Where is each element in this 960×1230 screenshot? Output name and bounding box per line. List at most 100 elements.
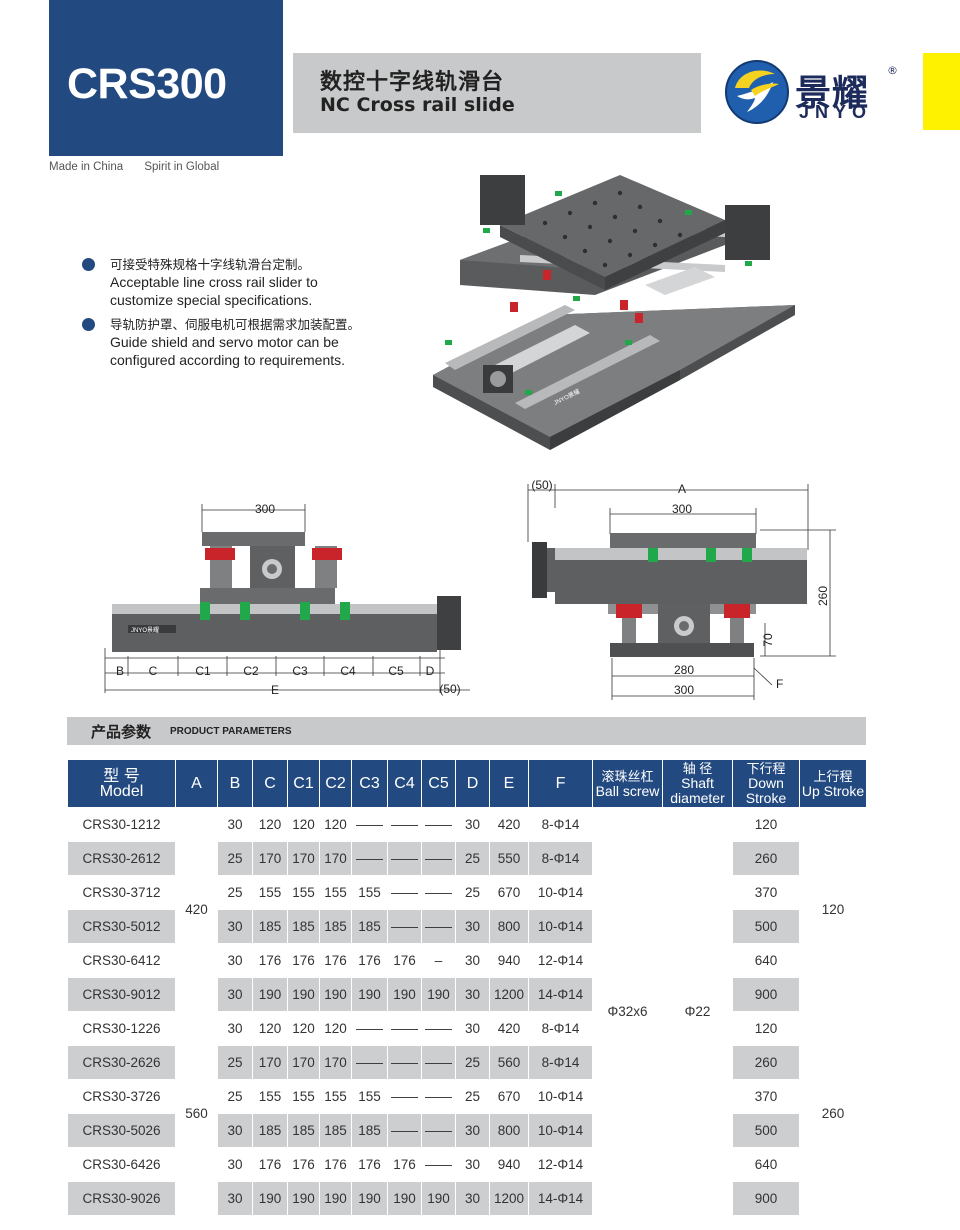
cell-c2: 176 [319, 1147, 352, 1182]
cell-b: 30 [217, 1181, 253, 1216]
dim-inner-width: 280 [674, 663, 694, 677]
cell-c: 185 [252, 909, 288, 944]
cell-e: 940 [489, 1147, 529, 1182]
cell-b: 25 [217, 841, 253, 876]
cell-d: 30 [455, 1147, 490, 1182]
cell-d: 30 [455, 1011, 490, 1046]
cell-c2: 120 [319, 1011, 352, 1046]
cell-c5: – [421, 943, 456, 978]
brand-logo: 景耀 ® JNYO [725, 60, 905, 126]
cell-c5: —— [421, 1079, 456, 1114]
cell-c4: —— [387, 1079, 422, 1114]
cell-down-stroke: 640 [732, 1147, 800, 1182]
cell-c: 170 [252, 1045, 288, 1080]
col-f: F [528, 759, 593, 808]
table-row: CRS30-2626 25 170 170 170 —— —— —— 25 56… [67, 1045, 867, 1080]
cell-model: CRS30-2612 [67, 841, 176, 876]
model-title-box: CRS300 [49, 0, 283, 156]
cell-b: 30 [217, 1011, 253, 1046]
cell-model: CRS30-6426 [67, 1147, 176, 1182]
feature-item: 导轨防护罩、伺服电机可根据需求加装配置。 Guide shield and se… [80, 316, 410, 369]
table-row: CRS30-9026 30 190 190 190 190 190 190 30… [67, 1181, 867, 1216]
dim-c4: C4 [340, 664, 356, 678]
cell-f: 10-Φ14 [528, 1113, 593, 1148]
cell-c1: 176 [287, 1147, 320, 1182]
tagline: Made in China Spirit in Global [49, 161, 219, 173]
cell-c: 155 [252, 1079, 288, 1114]
cell-d: 25 [455, 1079, 490, 1114]
cell-e: 670 [489, 875, 529, 910]
cell-c: 185 [252, 1113, 288, 1148]
col-c3: C3 [351, 759, 388, 808]
cell-c1: 190 [287, 1181, 320, 1216]
cell-c: 176 [252, 943, 288, 978]
cell-c: 170 [252, 841, 288, 876]
cell-down-stroke: 370 [732, 1079, 800, 1114]
cell-e: 940 [489, 943, 529, 978]
col-c5: C5 [421, 759, 456, 808]
cell-c5: —— [421, 1113, 456, 1148]
product-title-en: NC Cross rail slide [320, 94, 515, 116]
cell-down-stroke: 120 [732, 807, 800, 842]
cell-a-group: 420 [175, 807, 218, 1012]
feature-text-cn: 导轨防护罩、伺服电机可根据需求加装配置。 [110, 317, 361, 332]
cell-c5: —— [421, 1045, 456, 1080]
cell-model: CRS30-6412 [67, 943, 176, 978]
cell-b: 30 [217, 1113, 253, 1148]
table-row: CRS30-3726 25 155 155 155 155 —— —— 25 6… [67, 1079, 867, 1114]
cell-down-stroke: 120 [732, 1011, 800, 1046]
cell-c5: —— [421, 909, 456, 944]
cell-model: CRS30-5012 [67, 909, 176, 944]
cell-down-stroke: 900 [732, 1181, 800, 1216]
cell-f: 14-Φ14 [528, 1181, 593, 1216]
cell-d: 25 [455, 1045, 490, 1080]
cell-c3: 185 [351, 1113, 388, 1148]
cell-down-stroke: 370 [732, 875, 800, 910]
cell-f: 14-Φ14 [528, 977, 593, 1012]
cell-e: 800 [489, 909, 529, 944]
cell-c3: —— [351, 807, 388, 842]
cell-model: CRS30-5026 [67, 1113, 176, 1148]
table-row: CRS30-5026 30 185 185 185 185 —— —— 30 8… [67, 1113, 867, 1148]
cell-c5: —— [421, 807, 456, 842]
feature-text-en: configured according to requirements. [110, 352, 346, 368]
cell-f: 12-Φ14 [528, 1147, 593, 1182]
cell-c4: —— [387, 909, 422, 944]
cell-model: CRS30-9012 [67, 977, 176, 1012]
table-row: CRS30-3712 25 155 155 155 155 —— —— 25 6… [67, 875, 867, 910]
cell-c4: —— [387, 1011, 422, 1046]
front-view-drawing: JNYO景耀 300 B C C1 C2 C3 C4 C5 D E (50) [104, 502, 470, 697]
cell-d: 30 [455, 943, 490, 978]
dim-c: C [149, 664, 158, 678]
cell-c1: 190 [287, 977, 320, 1012]
cell-c4: —— [387, 1113, 422, 1148]
cell-up-stroke-group: 260 [799, 1011, 867, 1216]
cell-e: 420 [489, 1011, 529, 1046]
table-row: CRS30-9012 30 190 190 190 190 190 190 30… [67, 977, 867, 1012]
cell-down-stroke: 640 [732, 943, 800, 978]
cell-d: 30 [455, 977, 490, 1012]
product-parameters-heading: 产品参数 PRODUCT PARAMETERS [67, 717, 866, 745]
feature-text-en: customize special specifications. [110, 292, 313, 308]
cell-ball-screw: Φ32x6 [592, 807, 663, 1216]
cell-c2: 176 [319, 943, 352, 978]
cell-c: 120 [252, 1011, 288, 1046]
col-c2: C2 [319, 759, 352, 808]
cell-c4: —— [387, 1045, 422, 1080]
brand-logo-icon [725, 60, 789, 124]
cell-e: 560 [489, 1045, 529, 1080]
dim-motor: (50) [439, 682, 460, 696]
dim-c5: C5 [388, 664, 404, 678]
col-c4: C4 [387, 759, 422, 808]
yellow-accent-bar [923, 53, 960, 130]
cell-c: 176 [252, 1147, 288, 1182]
cell-down-stroke: 260 [732, 841, 800, 876]
table-row: CRS30-6426 30 176 176 176 176 176 —— 30 … [67, 1147, 867, 1182]
cell-d: 30 [455, 807, 490, 842]
dim-b: B [116, 664, 124, 678]
cell-f: 10-Φ14 [528, 1079, 593, 1114]
cell-c: 120 [252, 807, 288, 842]
cell-c5: 190 [421, 977, 456, 1012]
